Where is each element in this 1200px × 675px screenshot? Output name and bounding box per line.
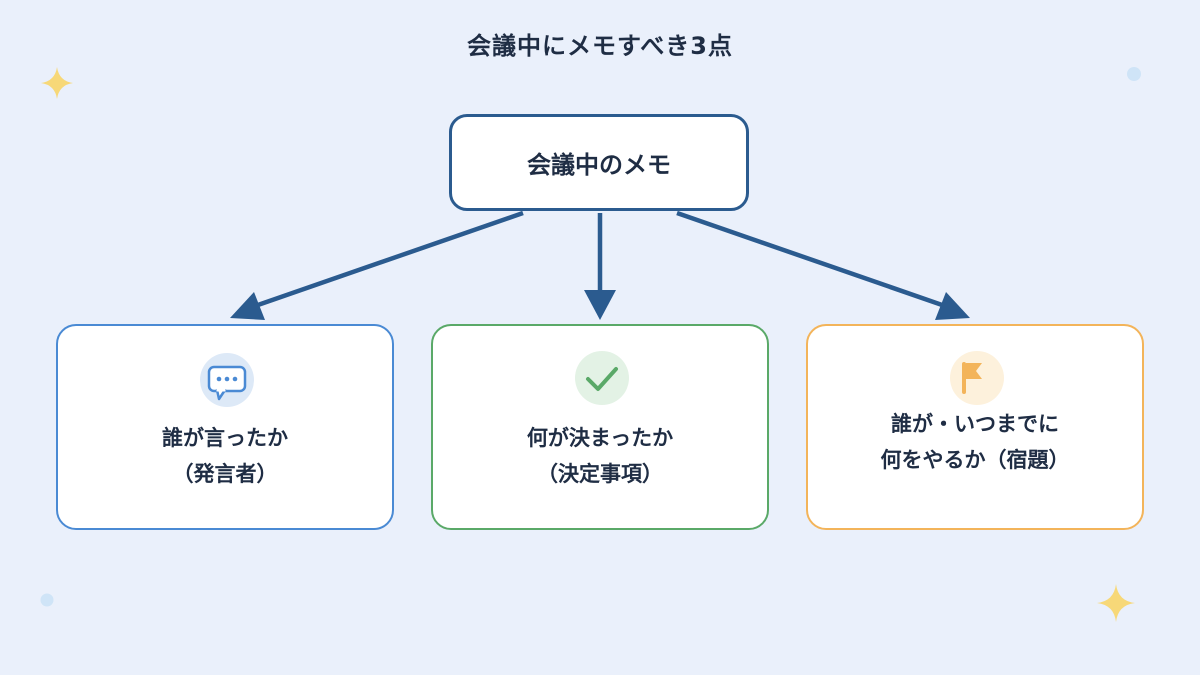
arrow-right bbox=[676, 210, 946, 309]
page-title: 会議中にメモすべき3点 bbox=[466, 32, 734, 60]
card-line-1: 何が決まったか bbox=[526, 426, 674, 450]
dot-decoration bbox=[40, 593, 54, 607]
arrowhead-left bbox=[230, 292, 265, 320]
root-node-label: 会議中のメモ bbox=[527, 151, 671, 179]
arrowhead-center bbox=[584, 290, 616, 320]
dot-decoration bbox=[1127, 67, 1141, 81]
card-line-2: 何をやるか（宿題） bbox=[880, 448, 1070, 472]
card-line-1: 誰が・いつまでに bbox=[891, 412, 1059, 436]
card-line-2: （発言者） bbox=[172, 462, 278, 486]
card-text: 誰が・いつまでに 何をやるか（宿題） bbox=[808, 406, 1142, 478]
root-node: 会議中のメモ bbox=[449, 114, 749, 211]
sparkle-icon bbox=[41, 67, 73, 99]
card-decisions: 何が決まったか （決定事項） bbox=[431, 324, 769, 530]
flag-icon bbox=[950, 351, 1004, 405]
sparkle-icon bbox=[1097, 584, 1135, 622]
arrowhead-right bbox=[935, 292, 970, 320]
arrow-left bbox=[254, 210, 524, 309]
speech-bubble-icon bbox=[200, 353, 254, 407]
card-line-1: 誰が言ったか bbox=[162, 426, 288, 450]
card-text: 誰が言ったか （発言者） bbox=[58, 420, 392, 492]
checkmark-icon bbox=[575, 351, 629, 405]
card-line-2: （決定事項） bbox=[537, 462, 663, 486]
card-action-items: 誰が・いつまでに 何をやるか（宿題） bbox=[806, 324, 1144, 530]
card-speaker: 誰が言ったか （発言者） bbox=[56, 324, 394, 530]
card-text: 何が決まったか （決定事項） bbox=[433, 420, 767, 492]
